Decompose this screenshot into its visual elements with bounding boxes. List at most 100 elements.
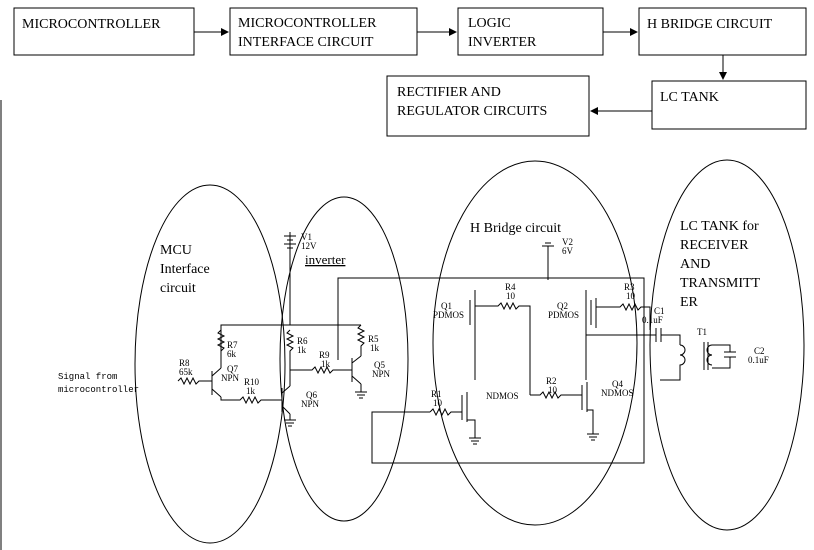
- t1-name: T1: [697, 327, 707, 337]
- lctank-label: LC TANK: [660, 90, 719, 105]
- hbridge-block: [638, 7, 807, 56]
- q7-emitter: [211, 388, 222, 398]
- r3-value: 10: [626, 291, 636, 301]
- r6-value: 1k: [297, 345, 307, 355]
- inverter-output-loop: [337, 277, 645, 464]
- c1-name: C1: [654, 306, 665, 316]
- q3-source: [467, 419, 476, 438]
- c2-capacitor: [712, 344, 736, 369]
- v1-name: V1: [301, 232, 312, 242]
- q6-ground: [284, 419, 296, 427]
- interface-block: [229, 7, 418, 56]
- lc-region-label-line2: RECEIVER: [680, 238, 749, 253]
- lc-region-label-line4: TRANSMITT: [680, 276, 761, 291]
- lc-region-label-line3: AND: [680, 257, 710, 272]
- c1-capacitor: [586, 328, 681, 345]
- q6-emitter: [281, 405, 291, 415]
- r7-resistor: [216, 329, 226, 352]
- mcu-region-label-line1: MCU: [160, 243, 192, 258]
- v1-battery: [284, 232, 296, 252]
- q1-name: Q1: [441, 301, 452, 311]
- r5-value: 1k: [370, 343, 380, 353]
- q4-type: NDMOS: [601, 388, 634, 398]
- r10-name: R10: [244, 377, 260, 387]
- v2-value: 6V: [562, 246, 574, 256]
- v1-value: 12V: [301, 241, 317, 251]
- mcu-region-label-line2: Interface: [160, 262, 210, 277]
- r1-value: 10: [433, 398, 443, 408]
- inverter-label-line1: LOGIC: [468, 16, 511, 31]
- logic-inverter-block: [457, 7, 604, 56]
- q7-collector: [211, 367, 222, 377]
- v2-name: V2: [562, 237, 573, 247]
- interface-label-line2: INTERFACE CIRCUIT: [238, 35, 374, 50]
- rectifier-block: [386, 75, 590, 137]
- rectifier-label-line2: REGULATOR CIRCUITS: [397, 104, 547, 119]
- r10-resistor: [220, 395, 282, 405]
- q7-type: NPN: [221, 373, 240, 383]
- q3-ground: [469, 437, 481, 445]
- inverter-oval: [279, 196, 409, 522]
- r5-name: R5: [368, 334, 379, 344]
- r7-value: 6k: [227, 349, 237, 359]
- q6-collector: [281, 385, 291, 394]
- lc-region-label-line1: LC TANK for: [680, 219, 759, 234]
- r4-resistor: [475, 301, 531, 395]
- q2-type: PDMOS: [548, 310, 579, 320]
- region-ovals: [134, 159, 805, 544]
- r3-name: R3: [624, 282, 635, 292]
- q6-name: Q6: [306, 390, 317, 400]
- signal-label-line1: Signal from: [58, 372, 117, 382]
- c2-name: C2: [754, 346, 765, 356]
- lc-tank-oval: [649, 159, 805, 531]
- q4-source: [587, 409, 594, 434]
- r8-value: 65k: [179, 367, 193, 377]
- r5-resistor: [356, 324, 366, 356]
- r8-name: R8: [179, 358, 190, 368]
- r2-value: 10: [548, 385, 558, 395]
- hbridge-label: H BRIDGE CIRCUIT: [647, 17, 773, 32]
- q5-ground: [355, 391, 367, 399]
- t1-primary: [660, 344, 686, 381]
- q5-collector: [351, 355, 362, 364]
- c2-value: 0.1uF: [748, 355, 769, 365]
- q2-name: Q2: [557, 301, 568, 311]
- r1-resistor: [429, 407, 462, 417]
- microcontroller-label: MICROCONTROLLER: [22, 17, 161, 32]
- lc-region-label-line5: ER: [680, 295, 699, 310]
- microcontroller-block: [13, 7, 195, 56]
- q5-type: NPN: [372, 369, 391, 379]
- r4-name: R4: [505, 282, 516, 292]
- q5-emitter: [351, 375, 362, 385]
- r9-name: R9: [319, 350, 330, 360]
- lctank-block: [651, 80, 807, 130]
- inverter-label-line2: INVERTER: [468, 35, 537, 50]
- q5-name: Q5: [374, 360, 385, 370]
- r2-resistor: [530, 390, 582, 400]
- q7-name: Q7: [227, 364, 238, 374]
- r9-value: 1k: [321, 359, 331, 369]
- schematic-wiring: [177, 232, 736, 464]
- q1-type: PDMOS: [433, 310, 464, 320]
- hbridge-oval: [432, 160, 638, 526]
- q4-ground: [587, 433, 599, 441]
- component-labels: V1 12V V2 6V R8 65k R7 6k Q7 NPN R10 1k …: [179, 232, 769, 409]
- t1-core: [703, 342, 709, 370]
- r6-name: R6: [297, 336, 308, 346]
- r7-name: R7: [227, 340, 238, 350]
- mcu-interface-oval: [134, 184, 286, 544]
- r6-resistor: [285, 329, 295, 386]
- q4-name: Q4: [612, 379, 623, 389]
- t1-secondary: [706, 344, 713, 366]
- interface-label-line1: MICROCONTROLLER: [238, 16, 377, 31]
- r4-value: 10: [506, 291, 516, 301]
- r2-name: R2: [546, 376, 557, 386]
- q3-type: NDMOS: [486, 391, 519, 401]
- r3-resistor: [596, 302, 651, 330]
- q6-type: NPN: [301, 399, 320, 409]
- r10-value: 1k: [246, 386, 256, 396]
- block-diagram: MICROCONTROLLER MICROCONTROLLER INTERFAC…: [13, 7, 807, 137]
- inverter-region-label: inverter: [305, 252, 346, 267]
- mcu-region-label-line3: circuit: [160, 281, 196, 296]
